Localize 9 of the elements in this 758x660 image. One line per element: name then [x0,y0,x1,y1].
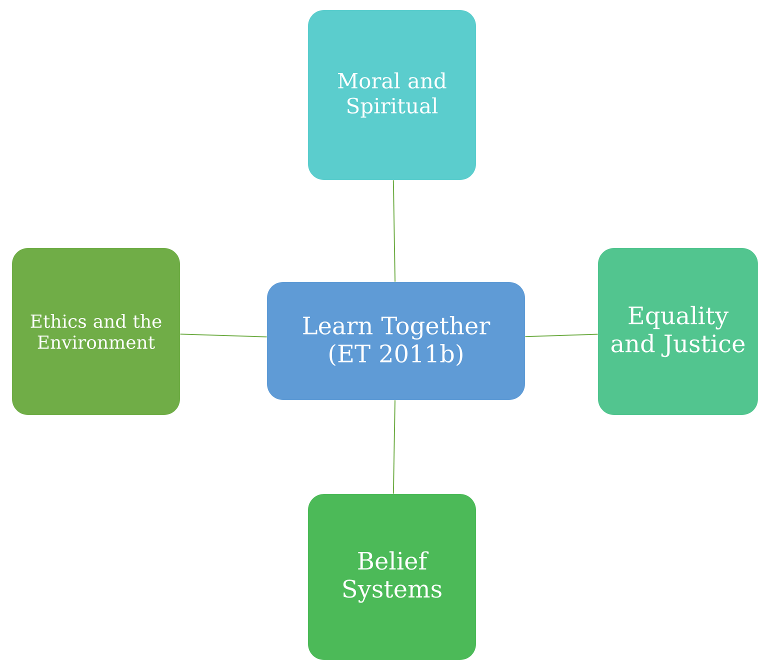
connector-line [392,400,396,494]
connector-line [392,180,396,282]
rounded-box: Ethics and the Environment [12,248,180,415]
connector-line [524,334,598,338]
rounded-box: Moral and Spiritual [308,10,476,180]
rounded-box: Equality and Justice [598,248,758,415]
rounded-box: Learn Together (ET 2011b) [267,282,525,400]
connector-line [180,334,268,338]
rounded-box: Belief Systems [308,494,476,660]
